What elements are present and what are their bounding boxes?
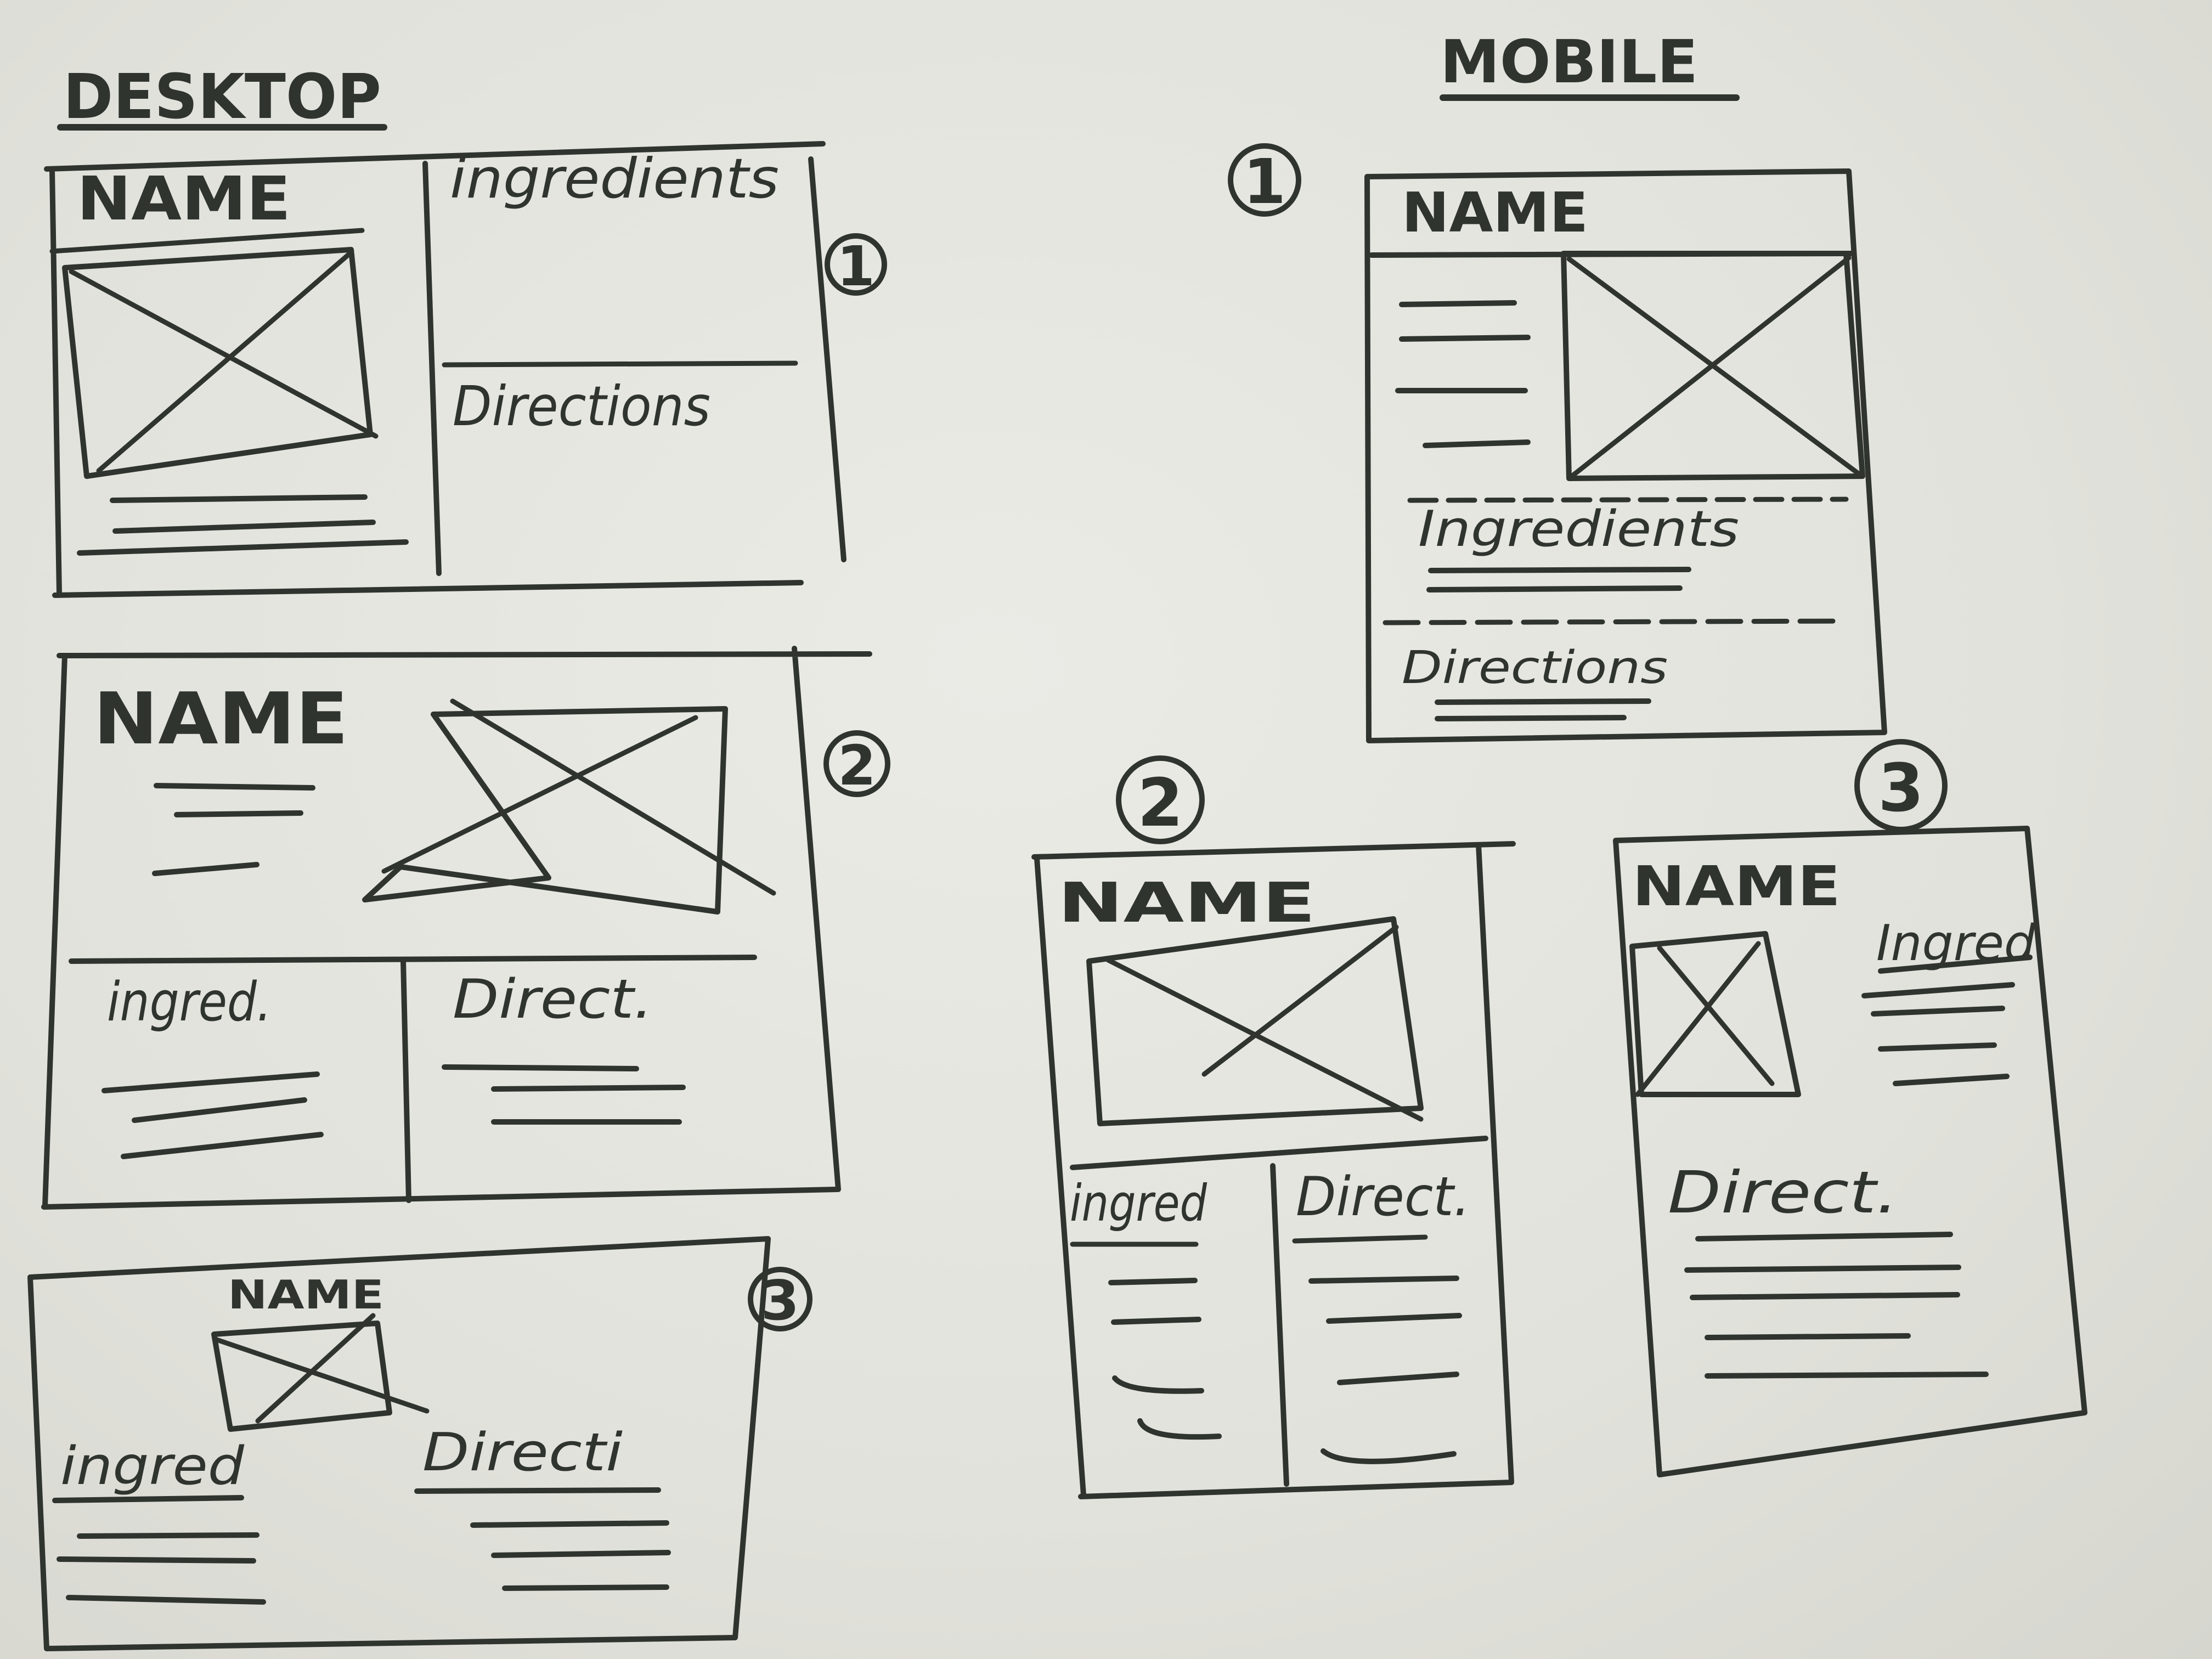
wireframe-frame	[1031, 841, 1516, 1499]
ingredients-label: Ingredients	[1418, 500, 1739, 558]
svg-text:2: 2	[1137, 765, 1183, 842]
directions-text-lines	[1308, 1276, 1462, 1464]
text-lines	[77, 494, 409, 556]
image-placeholder	[1086, 916, 1424, 1126]
wireframe-frame	[44, 141, 847, 598]
name-label: NAME	[93, 677, 348, 760]
directions-label: Directions	[453, 374, 710, 438]
version-number-2: 2	[823, 730, 890, 798]
name-label: NAME	[77, 163, 291, 234]
mobile-wireframe-3: NAME Ingred Direct. 3	[1613, 739, 2087, 1477]
ingredients-label: ingred.	[107, 971, 272, 1034]
version-number-2: 2	[1116, 755, 1205, 844]
ingredients-label: ingred	[60, 1436, 245, 1497]
ingredients-text-lines	[101, 1071, 324, 1159]
name-label: NAME	[1632, 854, 1841, 918]
version-number-1: 1	[825, 233, 887, 298]
mobile-wireframe-2: NAME ingred Direct. 2	[1031, 755, 1516, 1499]
image-placeholder	[1561, 251, 1865, 481]
ingredients-text-lines	[1861, 982, 2015, 1086]
heading-desktop: DESKTOP	[63, 61, 381, 133]
wireframe-frame	[1364, 168, 1887, 743]
name-label: NAME	[1058, 871, 1316, 935]
directions-label: Direct.	[453, 968, 653, 1031]
wireframe-frame	[27, 1236, 771, 1651]
svg-text:1: 1	[837, 234, 875, 298]
directions-label: Directions	[1402, 642, 1668, 694]
directions-text-lines	[1684, 1265, 1989, 1379]
image-placeholder	[211, 1313, 430, 1432]
image-placeholder	[362, 698, 776, 915]
svg-text:1: 1	[1243, 146, 1286, 218]
image-placeholder	[1629, 931, 1801, 1097]
text-lines	[1395, 300, 1531, 448]
version-number-3: 3	[748, 1267, 812, 1333]
directions-label: Direct.	[1296, 1166, 1470, 1228]
svg-text:3: 3	[761, 1268, 799, 1333]
heading-mobile: MOBILE	[1440, 28, 1698, 97]
ingredients-label: ingred	[1070, 1174, 1207, 1233]
wireframe-frame	[41, 646, 872, 1210]
ingredients-label: ingredients	[450, 146, 779, 211]
directions-label: Direct.	[1668, 1159, 1898, 1226]
directions-label: Directi	[422, 1423, 623, 1483]
name-label: NAME	[228, 1272, 384, 1318]
ingredients-text-lines	[57, 1532, 266, 1605]
desktop-wireframe-3: NAME ingred Directi 3	[27, 1236, 812, 1651]
mobile-wireframe-1: NAME Ingredients Directions 1	[1228, 143, 1887, 743]
wireframe-frame	[1613, 826, 2087, 1477]
directions-text-lines	[442, 1064, 686, 1125]
version-number-3: 3	[1854, 739, 1948, 832]
image-placeholder	[62, 247, 379, 479]
text-lines	[152, 783, 315, 876]
directions-text-lines	[414, 1487, 671, 1591]
svg-text:3: 3	[1878, 751, 1924, 827]
svg-text:2: 2	[838, 733, 876, 798]
ingredients-text-lines	[1108, 1278, 1222, 1440]
desktop-wireframe-2: NAME ingred. Direct. 2	[41, 646, 890, 1210]
version-number-1: 1	[1228, 143, 1301, 218]
desktop-wireframe-1: NAME ingredients Directions 1	[44, 141, 887, 598]
name-label: NAME	[1402, 180, 1588, 245]
